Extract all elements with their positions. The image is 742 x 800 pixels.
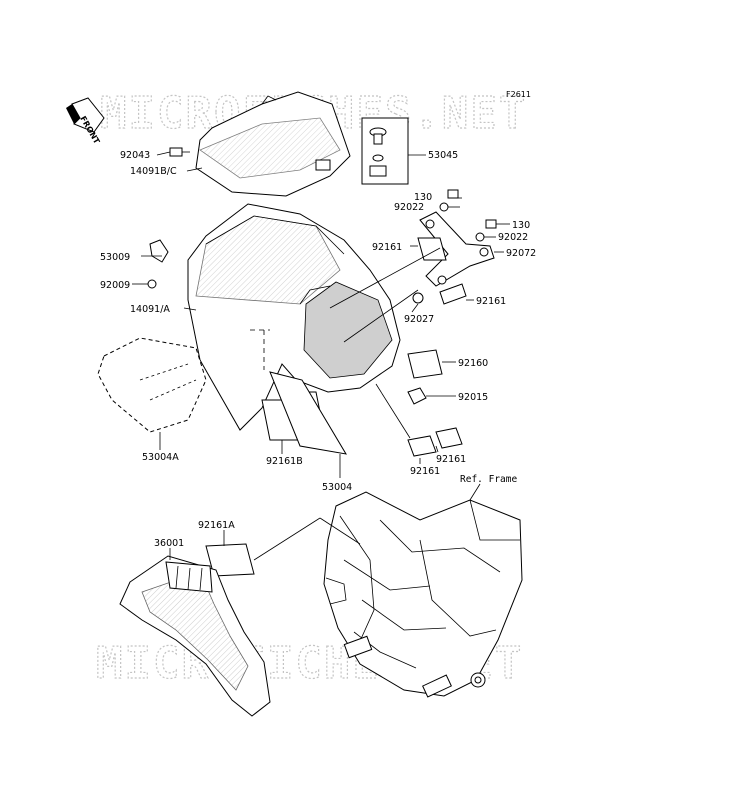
label-14091a: 14091/A bbox=[130, 304, 170, 315]
figure-code: F2611 bbox=[506, 90, 531, 99]
part-14091a-body bbox=[187, 203, 401, 431]
label-ref-frame: Ref. Frame bbox=[460, 474, 517, 485]
label-92161-d: 92161 bbox=[436, 454, 466, 465]
part-92072-bracket bbox=[419, 211, 495, 287]
label-36001: 36001 bbox=[154, 538, 184, 549]
label-92160: 92160 bbox=[458, 358, 488, 369]
part-92015-clip bbox=[407, 387, 427, 405]
part-92161a-sticker bbox=[205, 543, 255, 577]
part-92161-label-c bbox=[407, 435, 437, 457]
label-92161-b: 92161 bbox=[476, 296, 506, 307]
label-92022-a: 92022 bbox=[394, 202, 424, 213]
part-92160-label bbox=[407, 349, 443, 379]
label-130-a: 130 bbox=[414, 192, 432, 203]
label-92161a: 92161A bbox=[198, 520, 235, 531]
leader-lines bbox=[132, 151, 510, 561]
part-92022-washer-b bbox=[475, 232, 485, 242]
part-92022-washer-a bbox=[439, 202, 449, 212]
part-130-bolt-a bbox=[447, 189, 459, 199]
frame-reference bbox=[323, 491, 523, 698]
part-92027-nut bbox=[412, 292, 424, 304]
part-130-bolt-b bbox=[485, 219, 497, 229]
part-53009-clip bbox=[149, 239, 169, 263]
label-92072: 92072 bbox=[506, 248, 536, 259]
part-92043-bolt bbox=[169, 147, 190, 157]
label-53004a: 53004A bbox=[142, 452, 179, 463]
part-53004a-pad bbox=[97, 337, 207, 433]
label-14091bc: 14091B/C bbox=[130, 166, 177, 177]
part-92009-screw bbox=[147, 279, 157, 289]
part-92161-label-b bbox=[439, 283, 467, 305]
label-53009: 53009 bbox=[100, 252, 130, 263]
label-92027: 92027 bbox=[404, 314, 434, 325]
label-92043: 92043 bbox=[120, 150, 150, 161]
part-92161-label-d bbox=[435, 427, 463, 449]
label-92161-c: 92161 bbox=[410, 466, 440, 477]
label-92161-a: 92161 bbox=[372, 242, 402, 253]
front-arrow-icon: FRONT bbox=[66, 97, 105, 146]
part-53045-kit bbox=[361, 117, 409, 185]
label-130-b: 130 bbox=[512, 220, 530, 231]
label-92015: 92015 bbox=[458, 392, 488, 403]
label-53004: 53004 bbox=[322, 482, 352, 493]
part-14091bc-cover bbox=[195, 91, 351, 197]
part-36001-lower-cover bbox=[119, 555, 271, 717]
part-92161-label-a bbox=[417, 237, 447, 261]
label-92009: 92009 bbox=[100, 280, 130, 291]
label-92161b: 92161B bbox=[266, 456, 303, 467]
label-53045: 53045 bbox=[428, 150, 458, 161]
part-53004-pad bbox=[269, 371, 347, 455]
label-92022-b: 92022 bbox=[498, 232, 528, 243]
